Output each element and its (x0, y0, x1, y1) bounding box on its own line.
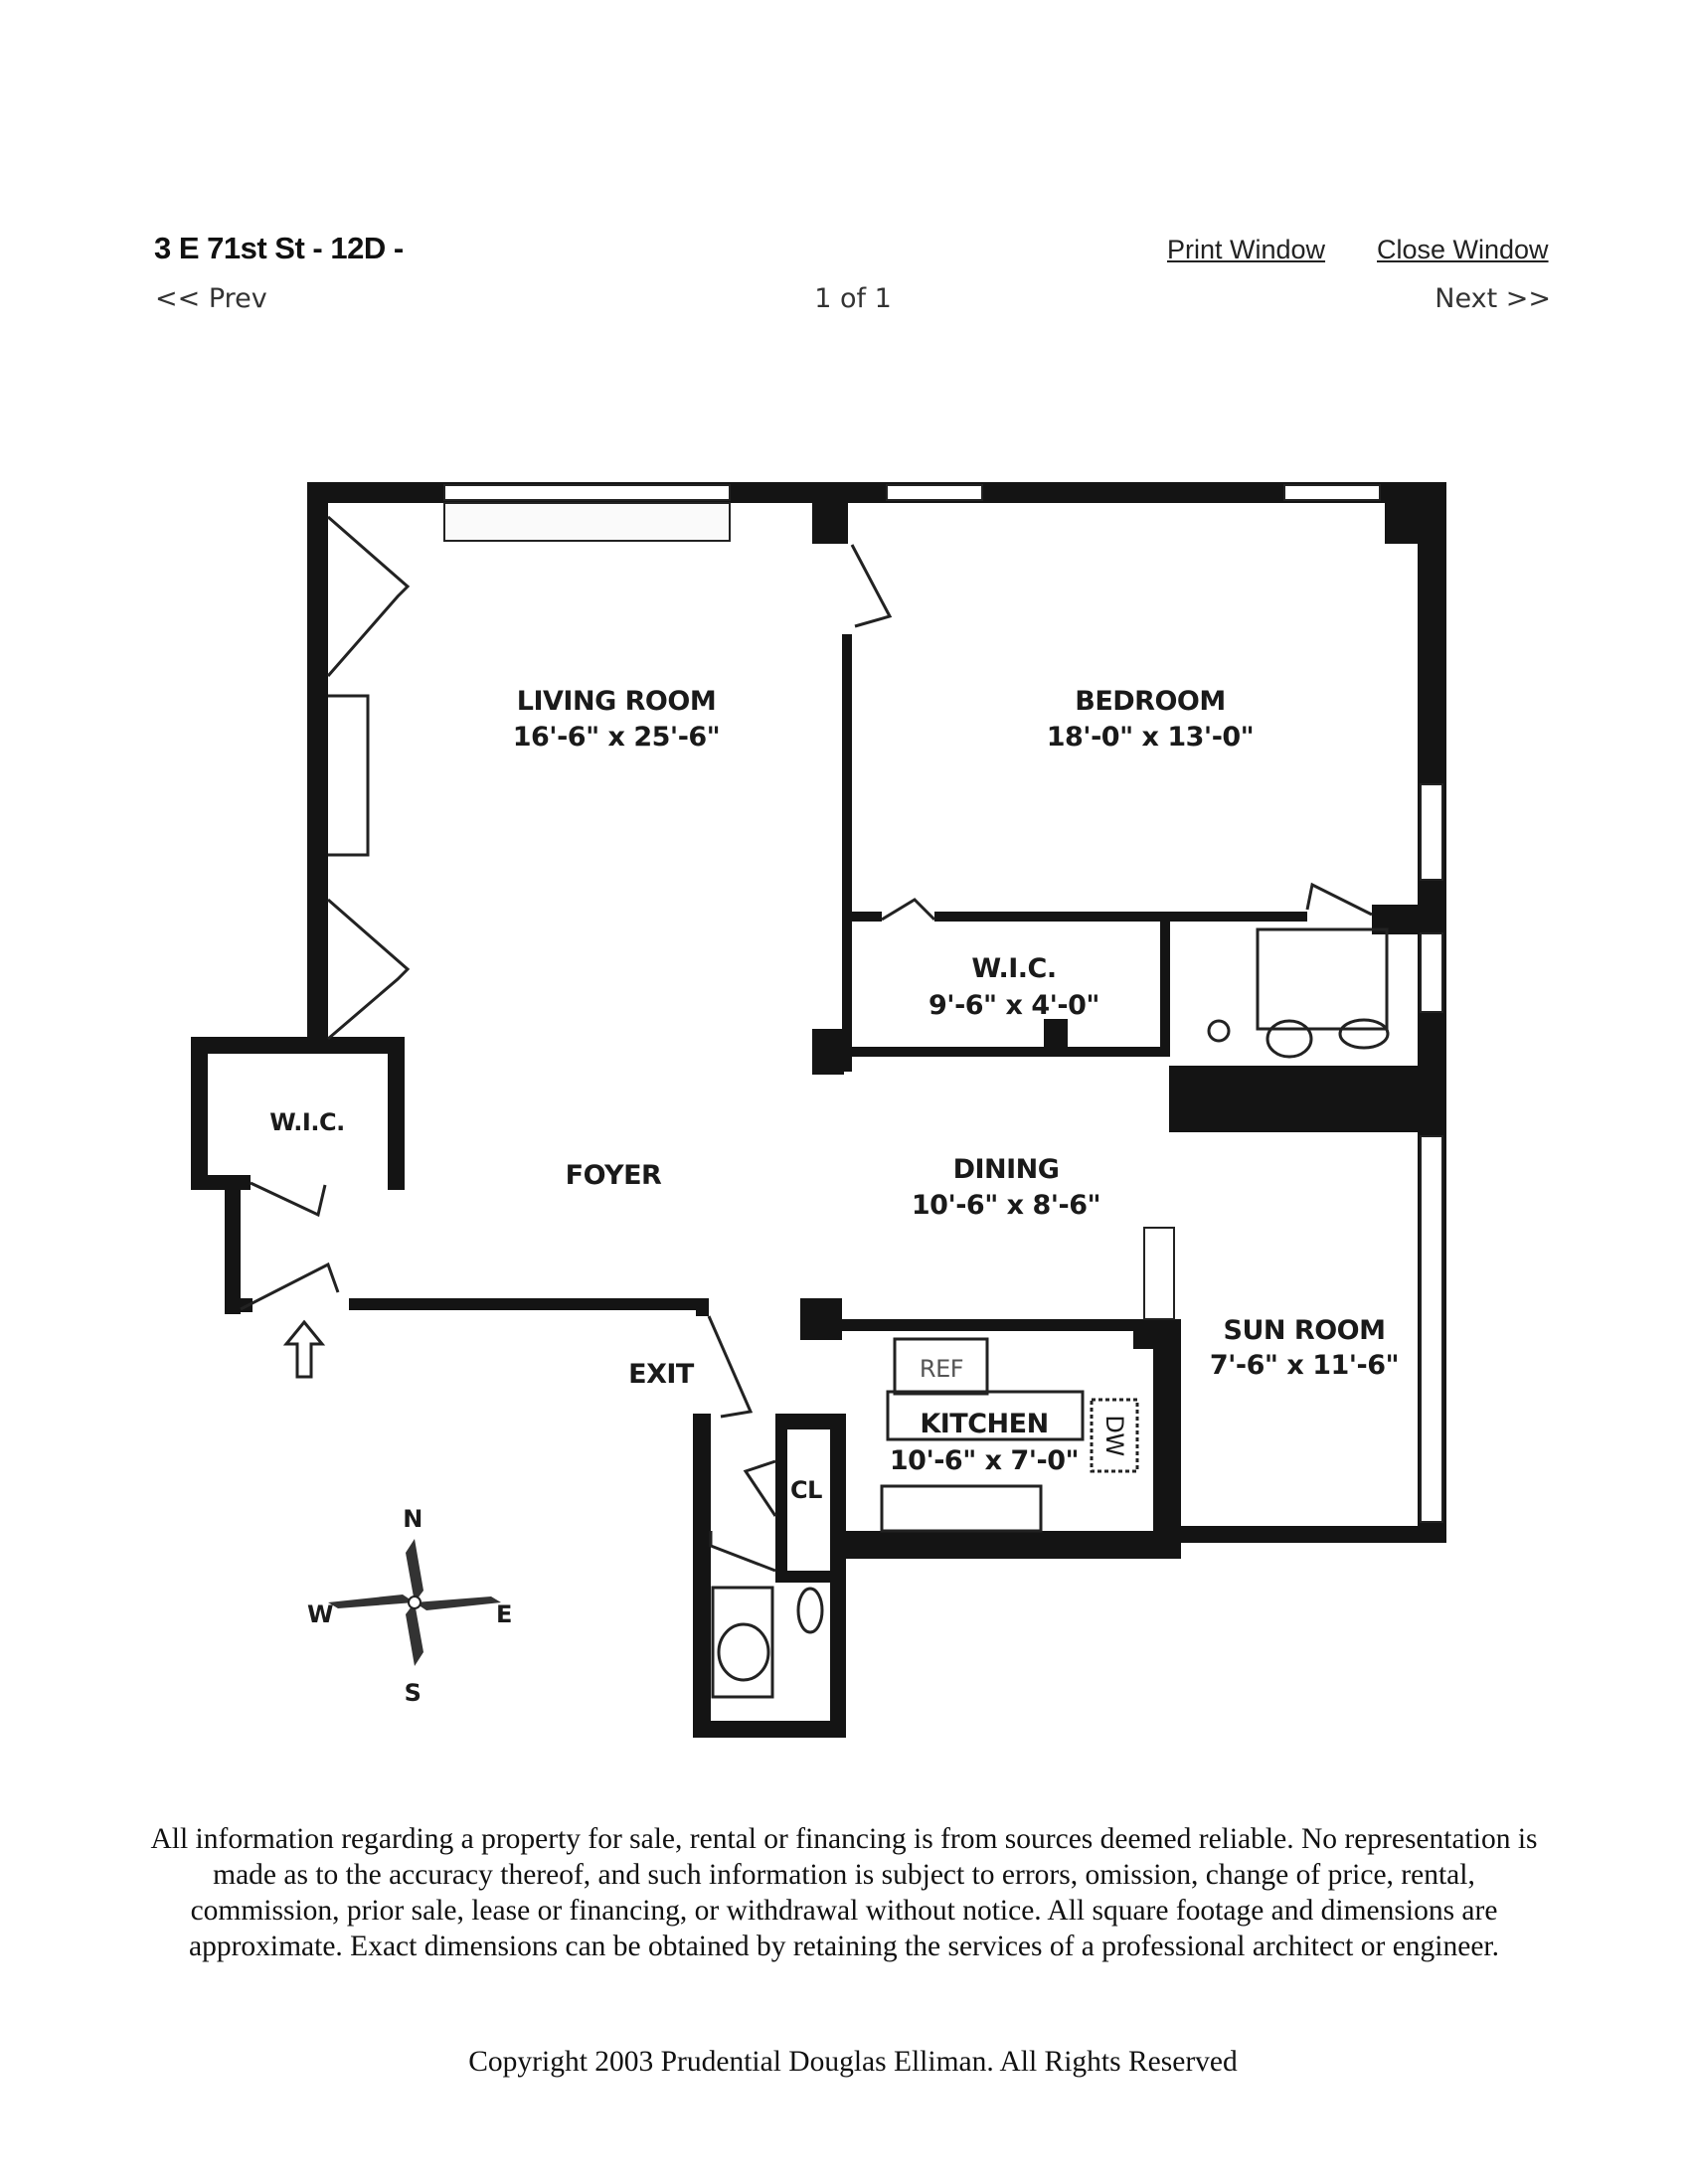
doors-and-fixtures (240, 515, 1390, 1699)
listing-title: 3 E 71st St - 12D - (154, 231, 404, 265)
print-window-link[interactable]: Print Window (1167, 235, 1326, 264)
room-name: LIVING ROOM (517, 686, 716, 717)
room-dims: 10'-6" x 8'-6" (912, 1190, 1100, 1221)
page-indicator: 1 of 1 (814, 283, 892, 314)
prev-link[interactable]: << Prev (155, 283, 267, 314)
room-dims: 7'-6" x 11'-6" (1210, 1350, 1399, 1381)
compass-south: S (405, 1679, 422, 1707)
next-link[interactable]: Next >> (1435, 283, 1551, 314)
room-dims: 9'-6" x 4'-0" (928, 990, 1099, 1021)
room-name: FOYER (566, 1160, 662, 1191)
compass-north: N (403, 1505, 422, 1533)
copyright: Copyright 2003 Prudential Douglas Ellima… (468, 2046, 1238, 2078)
compass-icon: N S E W (307, 1505, 512, 1707)
room-dims: 16'-6" x 25'-6" (513, 722, 721, 753)
close-window-link[interactable]: Close Window (1377, 235, 1549, 264)
entry-arrow-icon (282, 1319, 326, 1379)
closet-label: CL (790, 1476, 822, 1504)
ref-label: REF (920, 1355, 963, 1383)
room-name: W.I.C. (269, 1108, 344, 1136)
compass-east: E (496, 1600, 512, 1628)
room-dims: 18'-0" x 13'-0" (1047, 722, 1255, 753)
room-labels: LIVING ROOM 16'-6" x 25'-6" BEDROOM 18'-… (269, 686, 1399, 1504)
room-name: KITCHEN (920, 1409, 1048, 1439)
exit-label: EXIT (628, 1359, 695, 1390)
room-dims: 10'-6" x 7'-0" (890, 1445, 1079, 1476)
windows (443, 484, 1443, 1523)
dishwasher-label: DW (1100, 1415, 1128, 1455)
room-name: BEDROOM (1075, 686, 1226, 717)
walls (191, 482, 1446, 1738)
compass-west: W (307, 1600, 333, 1628)
room-name: DINING (953, 1154, 1060, 1185)
room-name: W.I.C. (971, 953, 1056, 984)
disclaimer: All information regarding a property for… (150, 1823, 1538, 1962)
room-name: SUN ROOM (1224, 1315, 1386, 1346)
